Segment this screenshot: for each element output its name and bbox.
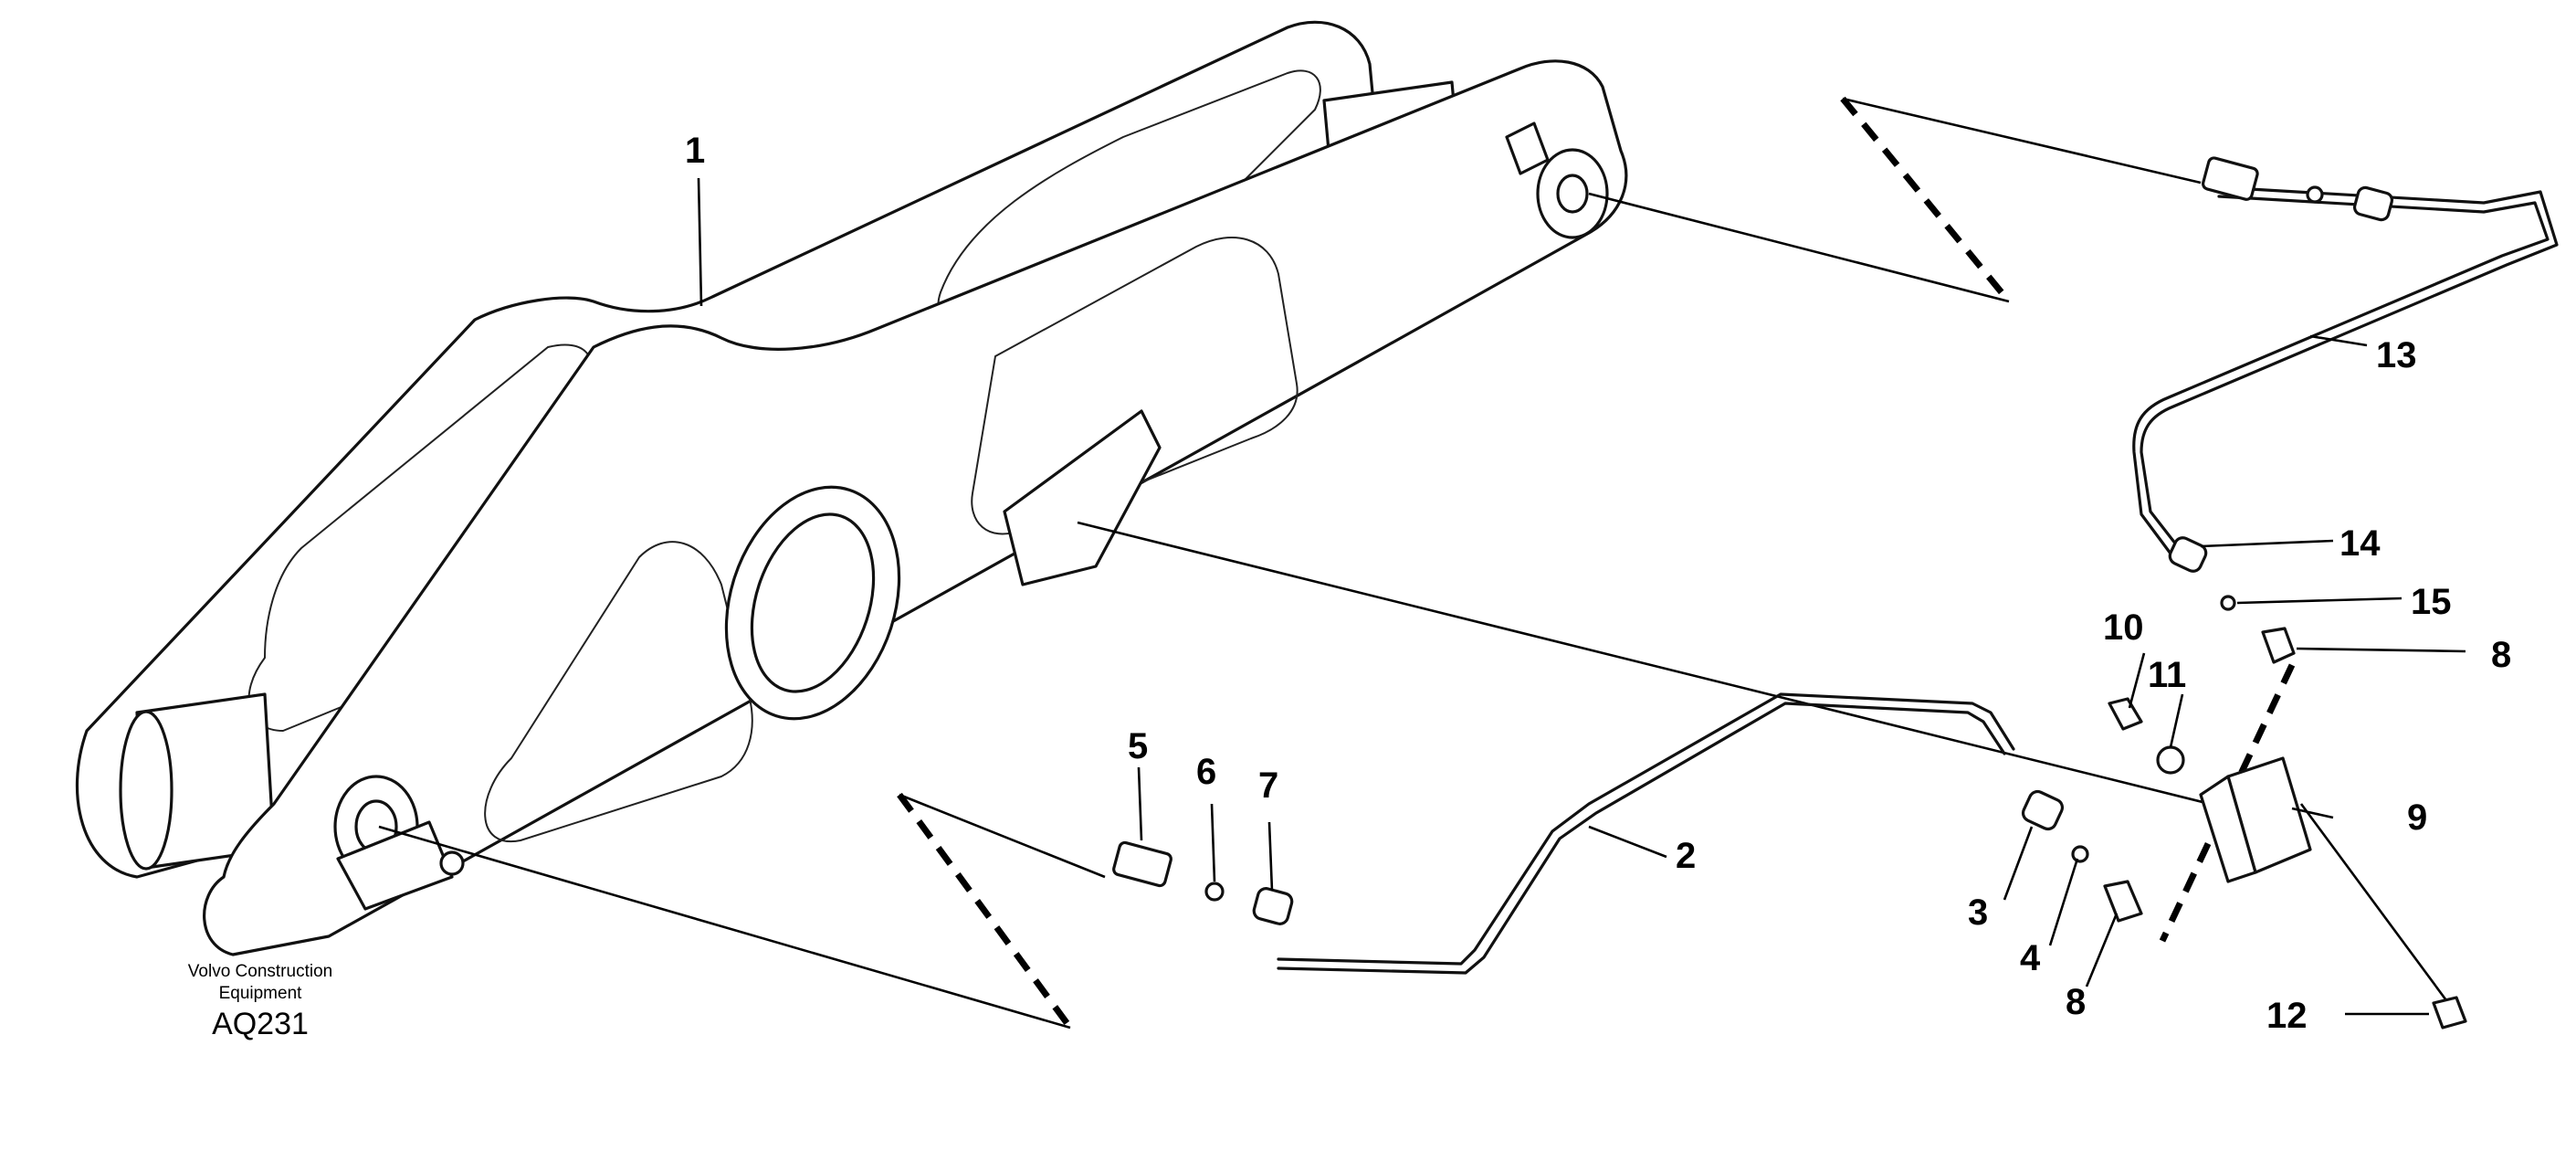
callout-12: 12 bbox=[2266, 996, 2308, 1036]
part-5-nipple bbox=[1112, 840, 1172, 888]
callout-5: 5 bbox=[1128, 726, 1148, 766]
part-15-washer bbox=[2220, 595, 2236, 611]
section-marker-lower bbox=[897, 792, 1073, 1030]
callout-8-upper: 8 bbox=[2491, 635, 2511, 675]
part-12-nipple bbox=[2432, 996, 2467, 1030]
section-marker-right bbox=[2159, 663, 2296, 943]
link-arm-mid-bracket bbox=[1003, 409, 1162, 586]
upper-washer bbox=[2306, 185, 2324, 204]
tube-lower bbox=[1277, 692, 2015, 966]
section-markers bbox=[897, 96, 2296, 1030]
lubrication-tube-upper bbox=[2132, 185, 2559, 559]
part-10-bolt bbox=[2108, 697, 2143, 731]
part-8-upper-elbow bbox=[2261, 627, 2296, 664]
callout-10: 10 bbox=[2103, 607, 2144, 648]
fittings bbox=[1112, 156, 2467, 1030]
part-9-block-side bbox=[2199, 775, 2257, 883]
part-11-washer bbox=[2156, 745, 2185, 775]
upper-nut bbox=[2352, 185, 2394, 222]
publisher-line-1: Volvo Construction bbox=[187, 962, 333, 981]
projection-lines bbox=[378, 97, 2458, 1030]
callout-leaders bbox=[697, 177, 2466, 1016]
link-arm-front-recess bbox=[484, 541, 753, 843]
upper-grease-nipple bbox=[2202, 156, 2259, 201]
callout-7: 7 bbox=[1258, 766, 1278, 806]
publisher-line-2: Equipment bbox=[218, 984, 302, 1003]
tube-lower-inner bbox=[1277, 702, 2006, 975]
part-7-nut bbox=[1252, 887, 1294, 925]
callout-3: 3 bbox=[1968, 892, 1988, 933]
callout-15: 15 bbox=[2411, 582, 2452, 622]
callout-14: 14 bbox=[2339, 523, 2381, 564]
callout-8-lower: 8 bbox=[2066, 982, 2086, 1022]
link-arm bbox=[75, 20, 1628, 956]
link-arm-upper-pin-bore bbox=[1556, 174, 1589, 214]
link-arm-upper-bracket bbox=[1505, 121, 1550, 175]
part-3-nut bbox=[2021, 789, 2065, 831]
callout-numbers: 1 2 3 4 5 6 7 8 8 9 10 11 12 13 14 15 bbox=[685, 131, 2511, 1036]
tube-upper bbox=[2140, 185, 2559, 554]
callout-11: 11 bbox=[2148, 655, 2186, 695]
callout-4: 4 bbox=[2020, 938, 2041, 978]
lubrication-tube-lower bbox=[1277, 692, 2015, 975]
link-arm-center-boss-inner bbox=[750, 512, 876, 693]
link-arm-cross-tube-left-end bbox=[119, 710, 173, 871]
link-arm-lower-nipple bbox=[439, 850, 465, 876]
part-8-lower-elbow bbox=[2103, 880, 2143, 923]
link-arm-front-recess-2 bbox=[971, 237, 1299, 535]
part-6-washer bbox=[1204, 882, 1225, 902]
part-4-washer bbox=[2071, 845, 2089, 863]
figure-code: AQ231 bbox=[212, 1007, 309, 1041]
callout-6: 6 bbox=[1196, 752, 1216, 792]
section-marker-upper bbox=[1840, 96, 2012, 304]
tube-upper-inner bbox=[2132, 195, 2550, 559]
part-14-nut bbox=[2168, 536, 2208, 573]
link-arm-lower-bracket bbox=[336, 820, 454, 911]
callout-9: 9 bbox=[2407, 797, 2427, 838]
callout-13: 13 bbox=[2376, 335, 2417, 375]
callout-1: 1 bbox=[685, 131, 705, 171]
callout-2: 2 bbox=[1676, 836, 1696, 876]
publisher-credit: Volvo Construction Equipment AQ231 bbox=[137, 961, 384, 1043]
link-arm-front-plate bbox=[203, 59, 1628, 956]
